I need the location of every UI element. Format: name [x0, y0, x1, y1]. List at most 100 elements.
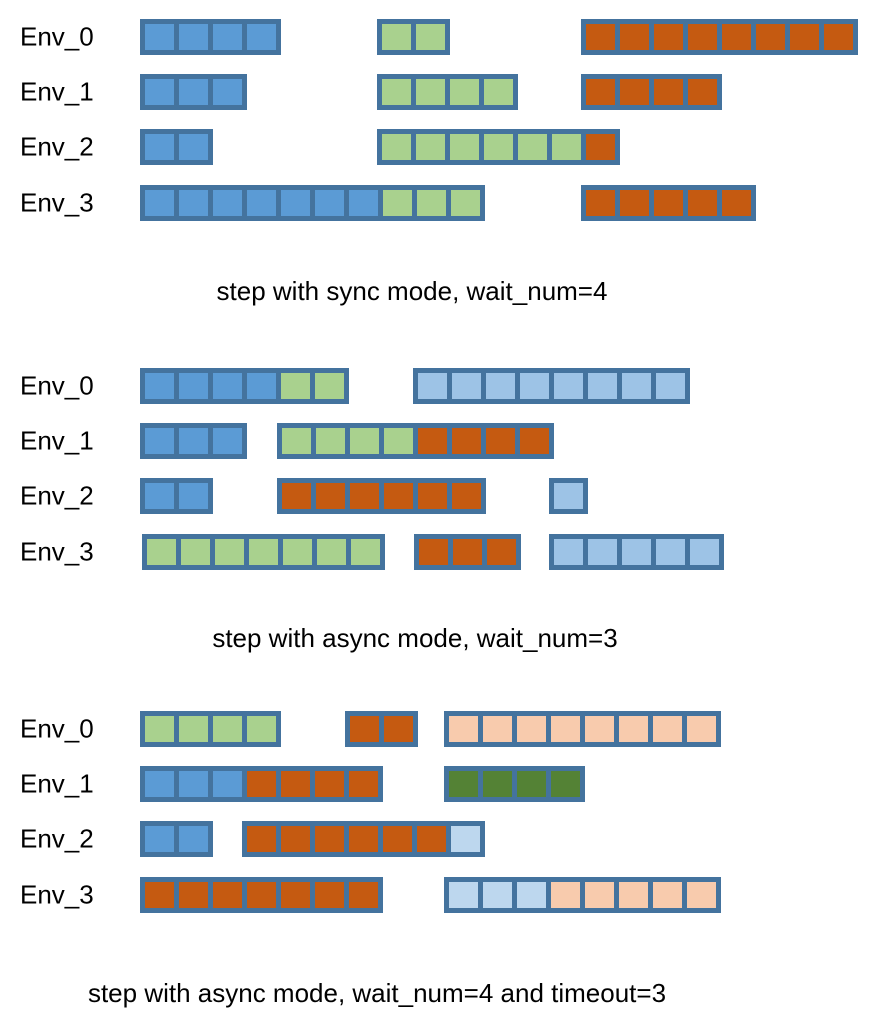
step-cell-green	[247, 716, 276, 742]
step-cell-green	[282, 428, 311, 454]
step-cell-blue	[247, 373, 276, 399]
step-cell-peach	[619, 882, 648, 908]
step-cell-orange	[688, 24, 717, 50]
step-cell-light-blue	[554, 539, 583, 565]
step-cell-orange	[824, 24, 853, 50]
step-bar	[140, 19, 281, 55]
step-cell-peach	[551, 716, 580, 742]
env-row-2: Env_2	[0, 478, 882, 514]
step-cell-blue	[247, 190, 276, 216]
step-cell-orange	[247, 826, 276, 852]
step-cell-blue	[145, 24, 174, 50]
step-bar	[549, 534, 724, 570]
step-cell-blue	[179, 24, 208, 50]
env-label: Env_2	[20, 823, 94, 854]
step-cell-green	[451, 190, 480, 216]
step-cell-blue	[179, 190, 208, 216]
step-bar	[277, 423, 554, 459]
step-cell-orange	[281, 771, 310, 797]
step-bar	[140, 766, 383, 802]
step-cell-blue	[281, 190, 310, 216]
step-cell-blue	[213, 373, 242, 399]
step-cell-light-blue	[622, 373, 651, 399]
step-cell-orange	[586, 190, 615, 216]
step-cell-blue	[213, 428, 242, 454]
env-label: Env_2	[20, 131, 94, 162]
step-cell-orange	[247, 882, 276, 908]
step-cell-blue	[179, 428, 208, 454]
panel-async-mode-caption: step with async mode, wait_num=3	[212, 623, 618, 653]
step-cell-orange	[620, 190, 649, 216]
step-cell-green	[518, 134, 547, 160]
step-cell-green	[484, 134, 513, 160]
step-cell-blue	[349, 190, 378, 216]
step-cell-green	[315, 373, 344, 399]
step-cell-green	[382, 24, 411, 50]
step-cell-orange	[281, 826, 310, 852]
step-bar	[581, 19, 858, 55]
step-cell-green	[283, 539, 312, 565]
step-cell-orange	[315, 882, 344, 908]
step-cell-green	[382, 79, 411, 105]
step-cell-green	[416, 79, 445, 105]
step-cell-green	[382, 134, 411, 160]
step-cell-green	[416, 134, 445, 160]
step-cell-orange	[722, 190, 751, 216]
step-cell-orange	[586, 134, 615, 160]
step-cell-orange	[487, 539, 516, 565]
env-row-3: Env_3	[0, 534, 882, 570]
step-cell-blue	[145, 190, 174, 216]
env-row-0: Env_0	[0, 19, 882, 55]
step-bar	[444, 877, 721, 913]
step-cell-green	[179, 716, 208, 742]
step-cell-blue	[179, 134, 208, 160]
step-cell-green	[215, 539, 244, 565]
step-cell-light-blue	[588, 373, 617, 399]
step-cell-pale-blue	[451, 826, 480, 852]
step-cell-orange	[756, 24, 785, 50]
step-cell-blue	[145, 826, 174, 852]
step-bar	[142, 534, 385, 570]
step-cell-light-blue	[452, 373, 481, 399]
env-label: Env_2	[20, 480, 94, 511]
env-row-0: Env_0	[0, 368, 882, 404]
step-cell-orange	[179, 882, 208, 908]
step-cell-light-blue	[486, 373, 515, 399]
step-cell-orange	[620, 24, 649, 50]
step-bar	[140, 877, 383, 913]
step-cell-orange	[417, 826, 446, 852]
step-cell-green	[552, 134, 581, 160]
env-row-2: Env_2	[0, 129, 882, 165]
env-row-2: Env_2	[0, 821, 882, 857]
step-cell-orange	[790, 24, 819, 50]
step-cell-orange	[350, 716, 379, 742]
step-cell-orange	[282, 483, 311, 509]
env-row-1: Env_1	[0, 74, 882, 110]
step-cell-green	[484, 79, 513, 105]
step-cell-green	[316, 428, 345, 454]
step-cell-green	[213, 716, 242, 742]
step-cell-peach	[619, 716, 648, 742]
step-bar	[377, 74, 518, 110]
env-row-3: Env_3	[0, 877, 882, 913]
step-cell-orange	[654, 24, 683, 50]
step-cell-blue	[213, 24, 242, 50]
step-bar	[140, 423, 247, 459]
step-bar	[140, 711, 281, 747]
step-cell-green	[317, 539, 346, 565]
step-cell-orange	[213, 882, 242, 908]
env-label: Env_0	[20, 21, 94, 52]
step-bar	[242, 821, 485, 857]
step-bar	[549, 478, 588, 514]
step-cell-orange	[453, 539, 482, 565]
step-cell-orange	[349, 826, 378, 852]
step-cell-orange	[384, 483, 413, 509]
step-cell-blue	[145, 373, 174, 399]
step-cell-orange	[383, 826, 412, 852]
step-cell-blue	[179, 79, 208, 105]
step-bar	[140, 129, 213, 165]
panel-async-timeout-caption: step with async mode, wait_num=4 and tim…	[87, 978, 667, 1008]
step-cell-orange	[315, 826, 344, 852]
